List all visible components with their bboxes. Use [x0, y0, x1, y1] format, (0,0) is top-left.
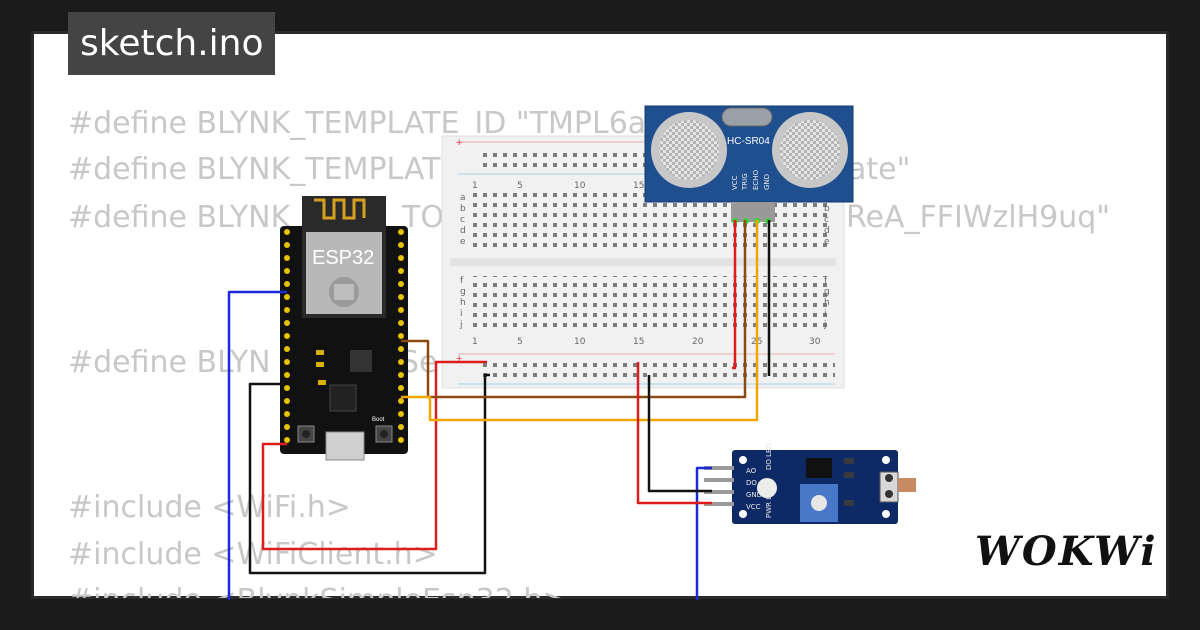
breadboard-row-letters: a b c d e f g h i j b c d e f g h i j: [459, 193, 830, 330]
us-pin-gnd: GND: [763, 174, 771, 190]
code-line-5: #include <WiFi.h>: [68, 490, 351, 525]
wire-blue-esp-ldr[interactable]: [227, 290, 712, 600]
bb-col-15b: 15: [633, 337, 644, 347]
ultrasonic-sensor[interactable]: HC-SR04 VCC TRIG ECHO GND: [644, 105, 854, 224]
ldr-pwr-led-label: PWR LED: [765, 486, 773, 518]
bb-row-j-right: j: [823, 320, 827, 330]
code-line-2: #define BLYNK_TEMPLAT: [68, 152, 441, 187]
bb-row-e: e: [460, 237, 466, 247]
bb-col-20b: 20: [692, 337, 704, 347]
bb-row-h-right: h: [824, 298, 830, 308]
bb-col-10: 10: [574, 181, 586, 191]
code-line-7: #include <BlynkSimpleEsp32.h>: [68, 583, 567, 598]
bb-row-e-right: e: [824, 237, 830, 247]
esp32-pin-headers: [284, 229, 404, 443]
bb-row-c: c: [460, 215, 465, 225]
bb-row-f-right: f: [824, 276, 828, 286]
bb-row-c-right: c: [824, 215, 829, 225]
ldr-module[interactable]: AO DO GND VCC DO LED PWR LED: [704, 443, 916, 524]
code-line-1: #define BLYNK_TEMPLATE_ID "TMPL6a: [68, 106, 647, 141]
code-line-2-tail: ate": [848, 152, 911, 187]
esp32-label: ESP32: [312, 247, 374, 269]
bb-col-10b: 10: [574, 337, 586, 347]
us-pin-echo: ECHO: [752, 169, 760, 190]
bb-row-d-right: d: [824, 226, 830, 236]
ldr-do-led-label: DO LED: [765, 443, 773, 470]
ultrasonic-label: HC-SR04: [727, 136, 770, 147]
bb-row-b-right: b: [824, 204, 830, 214]
wire-black-ldr-gnd[interactable]: [647, 375, 712, 493]
wire-red-vcc[interactable]: [732, 220, 737, 370]
code-line-3-mid: TO: [402, 200, 444, 235]
ldr-pin-vcc: VCC: [746, 503, 761, 511]
bb-row-a: a: [460, 193, 466, 203]
code-line-4: #define BLYN: [68, 345, 271, 380]
ldr-pin-ao: AO: [746, 467, 757, 475]
bb-row-g: g: [460, 287, 466, 297]
bb-row-d: d: [460, 226, 466, 236]
wire-red-esp-vin[interactable]: [261, 360, 487, 551]
svg-text:+: +: [456, 353, 462, 365]
bb-row-b: b: [460, 204, 466, 214]
bb-row-i: i: [460, 309, 463, 319]
bb-col-15: 15: [633, 181, 644, 191]
bb-row-h: h: [460, 298, 466, 308]
wire-orange-trig[interactable]: [401, 220, 759, 422]
wire-red-ldr-vcc[interactable]: [636, 362, 712, 505]
svg-text:+: +: [456, 137, 462, 149]
bb-row-f: f: [460, 276, 464, 286]
bb-col-5: 5: [517, 181, 523, 191]
bb-col-1: 1: [472, 181, 478, 191]
code-line-3-tail: ReA_FFIWzlH9uq": [846, 200, 1111, 235]
esp32-boot-label: Boot: [372, 417, 385, 423]
bb-row-i-right: i: [824, 309, 827, 319]
bb-col-30b: 30: [809, 337, 821, 347]
code-line-3: #define BLYNK_: [68, 200, 306, 235]
bb-col-1b: 1: [472, 337, 478, 347]
bb-col-5b: 5: [517, 337, 523, 347]
wokwi-logo: WOKWi: [975, 528, 1158, 575]
bb-row-j: j: [459, 320, 463, 330]
ldr-pin-do: DO: [746, 479, 757, 487]
us-pin-vcc: VCC: [731, 175, 739, 190]
esp32-board[interactable]: ESP32 Boot: [280, 196, 408, 461]
file-tab[interactable]: sketch.ino: [68, 12, 276, 75]
us-pin-trig: TRIG: [741, 173, 749, 191]
wire-black-esp-gnd[interactable]: [248, 373, 490, 575]
ldr-pin-gnd: GND: [746, 491, 762, 499]
bb-row-g-right: g: [824, 287, 830, 297]
